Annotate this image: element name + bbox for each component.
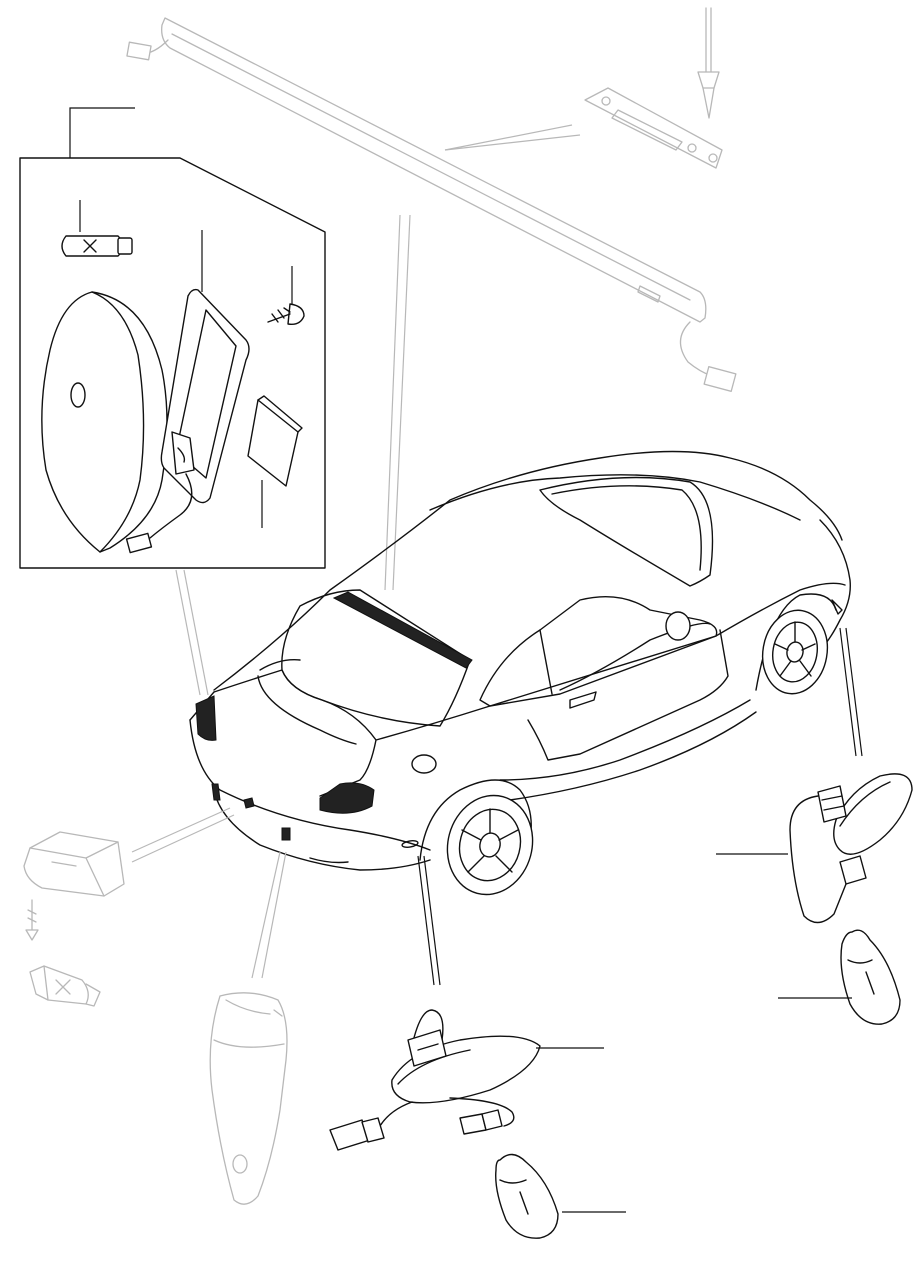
brake-lamp-fixing-pin[interactable]	[697, 7, 720, 119]
rear-lamp-bulb[interactable]	[61, 200, 133, 257]
rear-lamp-reflector[interactable]	[247, 395, 303, 528]
side-repeater-bulb-front[interactable]	[778, 929, 901, 1025]
side-repeater-bulb-rear[interactable]	[495, 1153, 626, 1239]
rear-lamp-lens[interactable]	[41, 291, 168, 553]
car-rear-lamp-left[interactable]	[195, 695, 217, 741]
rear-fog-reverse-lamp[interactable]	[209, 851, 288, 1205]
number-plate-lamp-bulb[interactable]	[29, 965, 101, 1007]
car-number-plate-lamp	[211, 783, 291, 841]
car-high-level-brake-lamp[interactable]	[332, 591, 473, 669]
brake-lamp-mounting-bracket[interactable]	[584, 87, 723, 169]
rear-lamp-leader-lines	[175, 569, 209, 696]
rear-lamp-fixing-screw[interactable]	[267, 266, 305, 326]
rear-lamp-inset	[19, 107, 326, 569]
car-rear-lamp-right[interactable]	[319, 782, 375, 814]
rear-lamp-harness[interactable]	[125, 431, 195, 554]
brake-lamp-leader-lines	[384, 124, 581, 591]
side-repeater-lamp-front[interactable]	[716, 627, 913, 924]
high-level-brake-lamp[interactable]	[126, 17, 737, 392]
number-plate-lamp-screw[interactable]	[25, 899, 39, 941]
side-repeater-lamp-rear[interactable]	[329, 855, 604, 1151]
car-body	[189, 450, 851, 896]
number-plate-lamp[interactable]	[23, 807, 235, 897]
